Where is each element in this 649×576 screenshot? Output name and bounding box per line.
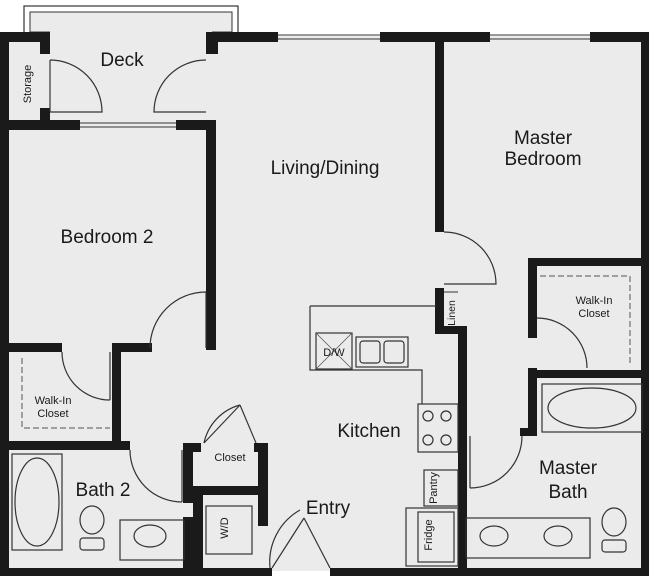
label-master-bedroom-2: Bedroom bbox=[504, 149, 581, 170]
label-master-bath-2: Bath bbox=[548, 482, 587, 503]
bath-fixtures bbox=[11, 383, 643, 561]
label-dw: D/W bbox=[323, 347, 345, 359]
label-storage: Storage bbox=[22, 65, 34, 104]
label-master-bedroom-1: Master bbox=[514, 128, 573, 149]
label-linen: Linen bbox=[446, 300, 458, 326]
label-closet: Closet bbox=[214, 452, 245, 464]
label-walkin-b2-2: Closet bbox=[37, 408, 68, 420]
label-wd: W/D bbox=[219, 517, 231, 538]
walls bbox=[0, 32, 649, 576]
label-bath-2: Bath 2 bbox=[76, 480, 131, 501]
kitchen-fixtures bbox=[309, 305, 459, 567]
label-entry: Entry bbox=[306, 498, 351, 519]
room-labels: Deck Storage Living/Dining Master Bedroo… bbox=[22, 50, 612, 551]
label-kitchen: Kitchen bbox=[337, 421, 400, 442]
doors bbox=[49, 59, 588, 569]
label-living-dining: Living/Dining bbox=[271, 158, 380, 179]
deck-railing bbox=[23, 5, 239, 124]
label-deck: Deck bbox=[100, 50, 144, 71]
label-walkin-master-1: Walk-In bbox=[576, 295, 613, 307]
label-pantry: Pantry bbox=[428, 472, 440, 504]
label-fridge: Fridge bbox=[423, 519, 435, 550]
label-walkin-master-2: Closet bbox=[578, 308, 609, 320]
closet-shelves bbox=[21, 275, 631, 429]
label-master-bath-1: Master bbox=[539, 458, 598, 479]
label-walkin-b2-1: Walk-In bbox=[35, 395, 72, 407]
label-bedroom-2: Bedroom 2 bbox=[61, 227, 154, 248]
